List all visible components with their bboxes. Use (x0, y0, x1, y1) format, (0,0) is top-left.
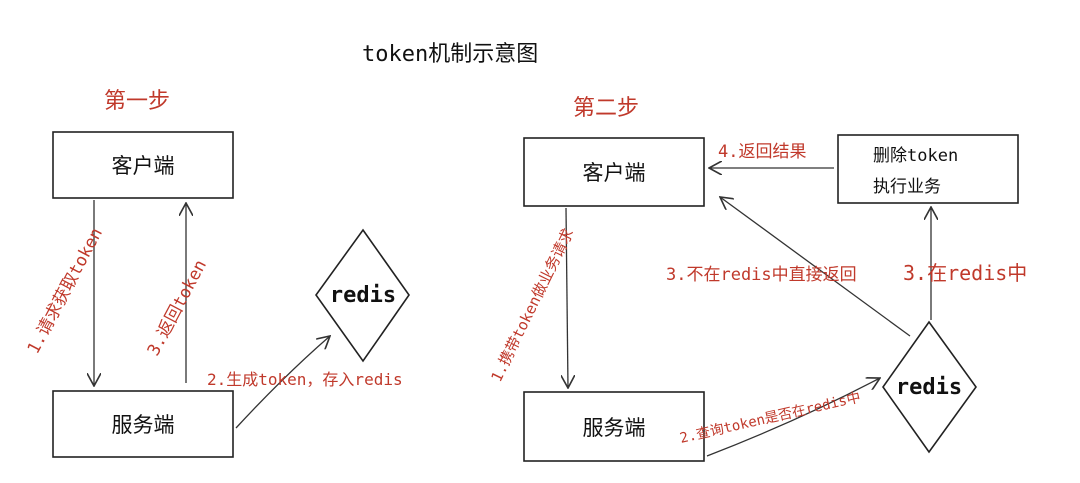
step1-heading: 第一步 (104, 89, 170, 114)
step2-client-box (523, 137, 705, 207)
step2-carry-label: 1.携带token做业务请求 (487, 226, 577, 385)
step2-not-in-arrow (720, 197, 911, 337)
step2-redis-label: redis (896, 375, 962, 400)
step2-redis-diamond (882, 320, 977, 454)
step1-server-label: 服务端 (112, 413, 175, 437)
step2-not-in-label: 3.不在redis中直接返回 (666, 265, 857, 285)
step2-heading: 第二步 (573, 96, 639, 121)
step1-client-label: 客户端 (112, 154, 175, 178)
step2-section: 第二步 客户端 服务端 删除token 执行业务 redis 1.携带token… (487, 96, 1027, 462)
step1-server-box (52, 390, 234, 458)
step2-action-line1: 删除token (873, 146, 958, 166)
step1-section: 第一步 客户端 服务端 redis 1.请求获取token 3.返回token … (24, 89, 410, 458)
step2-result-label: 4.返回结果 (718, 142, 806, 162)
step2-action-box (837, 134, 1019, 204)
step2-query-label: 2.查询token是否在redis中 (678, 390, 862, 447)
step1-client-box (52, 131, 234, 199)
step1-redis-label: redis (330, 283, 396, 308)
step2-server-label: 服务端 (583, 416, 646, 440)
step2-server-box (523, 391, 705, 462)
step2-in-label: 3.在redis中 (903, 261, 1027, 285)
step2-client-label: 客户端 (583, 161, 646, 185)
diagram-title: token机制示意图 (362, 42, 538, 67)
step1-generate-label: 2.生成token，存入redis (207, 370, 403, 389)
step1-generate-arrow (235, 336, 330, 429)
step1-redis-diamond (315, 228, 410, 363)
step2-query-arrow (706, 378, 880, 457)
step2-action-line2: 执行业务 (873, 177, 941, 197)
step1-return-label: 3.返回token (144, 257, 211, 360)
step2-carry-arrow (566, 207, 568, 388)
